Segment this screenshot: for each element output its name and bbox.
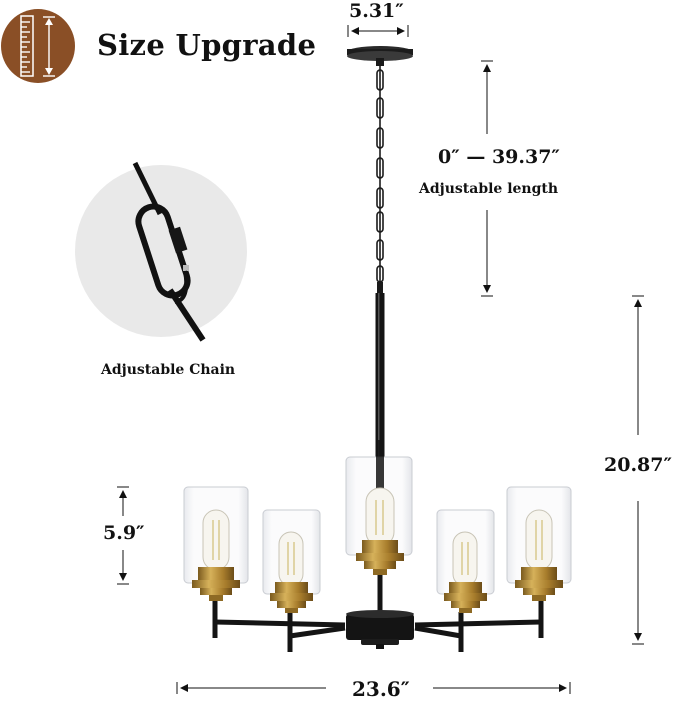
shade-height-label: 5.9″ bbox=[103, 522, 145, 544]
shade-height-dimension bbox=[117, 486, 129, 585]
lamp-5 bbox=[506, 486, 572, 601]
chain-length-dimension bbox=[481, 60, 493, 297]
canopy-width-label: 5.31″ bbox=[349, 0, 404, 22]
canopy-width-dimension bbox=[347, 25, 409, 37]
overall-width-dimension bbox=[176, 682, 571, 694]
lamp-4 bbox=[436, 509, 495, 613]
lamp-1 bbox=[183, 486, 249, 601]
lamp-3-center bbox=[345, 440, 413, 575]
chain-length-label: 0″ — 39.37″ bbox=[438, 146, 560, 168]
ruler-measure-icon bbox=[1, 9, 75, 83]
body-height-dimension bbox=[632, 295, 644, 645]
lamp-2 bbox=[262, 509, 321, 613]
chain-detail-inset bbox=[75, 161, 247, 342]
center-hub bbox=[346, 610, 414, 649]
hanging-chain bbox=[376, 66, 384, 290]
down-rod bbox=[375, 282, 385, 463]
ceiling-canopy bbox=[347, 46, 413, 66]
chain-inset-caption: Adjustable Chain bbox=[101, 362, 236, 378]
body-height-label: 20.87″ bbox=[604, 454, 672, 476]
chain-length-caption: Adjustable length bbox=[419, 181, 559, 197]
overall-width-label: 23.6″ bbox=[352, 677, 410, 701]
page-title: Size Upgrade bbox=[97, 28, 317, 62]
